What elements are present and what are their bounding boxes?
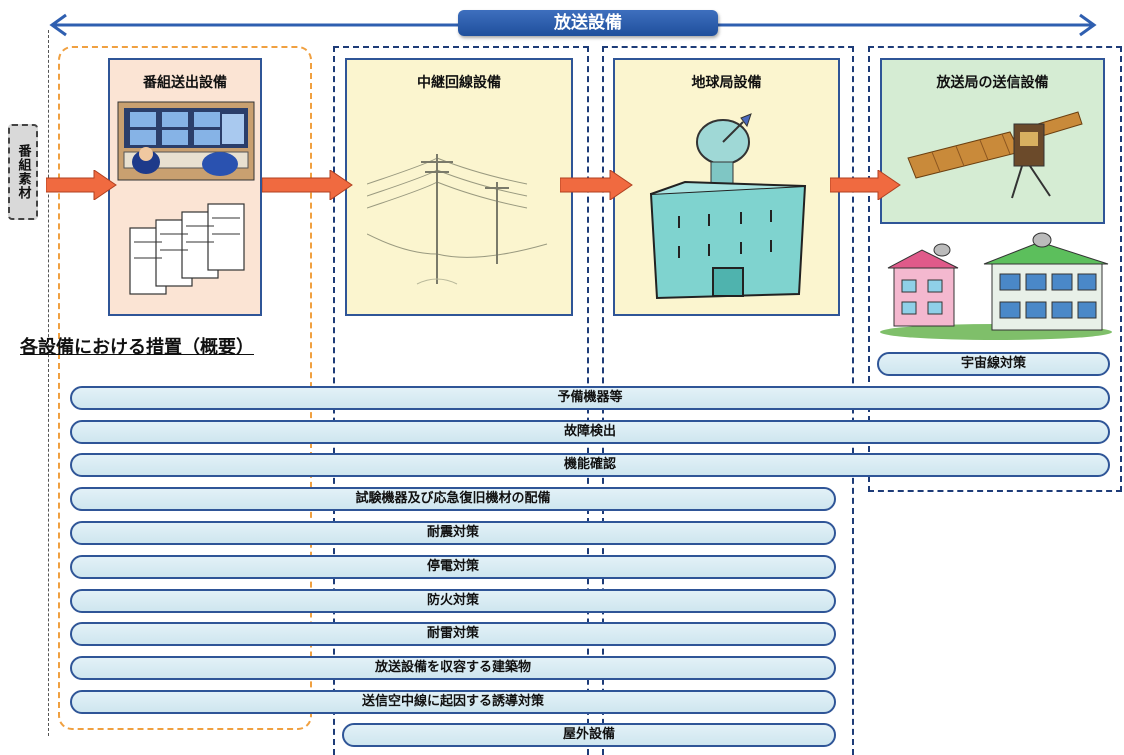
panel-program-output: 番組送出設備 (108, 58, 262, 316)
panel-title: 放送局の送信設備 (936, 75, 1049, 91)
measure-bar-outdoor-equipment: 屋外設備 (342, 723, 836, 747)
server-racks-illustration (129, 203, 245, 295)
flow-arrow-3 (560, 170, 633, 200)
broadcast-equipment-title: 放送設備 (458, 10, 718, 36)
control-room-illustration (117, 101, 255, 181)
panel-broadcast-transmitter: 放送局の送信設備 (880, 58, 1105, 224)
measures-heading: 各設備における措置（概要） (20, 337, 254, 358)
houses-illustration (880, 232, 1112, 340)
measure-bar-antenna-induction: 送信空中線に起因する誘導対策 (70, 690, 836, 714)
earth-station-building-illustration (649, 113, 807, 300)
measure-bar-fault-detection: 故障検出 (70, 420, 1110, 444)
measure-bar-spare-equipment: 予備機器等 (70, 386, 1110, 410)
panel-earth-station: 地球局設備 (613, 58, 840, 316)
flow-arrow-1 (46, 170, 117, 200)
left-divider (48, 30, 49, 736)
program-material-label: 番組素材 (8, 124, 38, 220)
satellite-illustration (907, 111, 1083, 199)
measure-bar-power-outage: 停電対策 (70, 555, 836, 579)
measure-bar-lightning: 耐雷対策 (70, 622, 836, 646)
panel-title: 地球局設備 (691, 75, 762, 91)
measure-bar-cosmic-ray: 宇宙線対策 (877, 352, 1110, 376)
panel-title: 番組送出設備 (143, 75, 227, 91)
panel-relay-line: 中継回線設備 (345, 58, 573, 316)
measure-bar-function-check: 機能確認 (70, 453, 1110, 477)
measure-bar-fire-prevention: 防火対策 (70, 589, 836, 613)
measure-bar-test-equipment: 試験機器及び応急復旧機材の配備 (70, 487, 836, 511)
measure-bar-building: 放送設備を収容する建築物 (70, 656, 836, 680)
measure-bar-earthquake: 耐震対策 (70, 521, 836, 545)
utility-pole-illustration (367, 154, 548, 285)
panel-title: 中継回線設備 (417, 75, 501, 91)
transmitter-group-frame (868, 46, 1122, 492)
flow-arrow-2 (262, 170, 353, 200)
flow-arrow-4 (830, 170, 901, 200)
